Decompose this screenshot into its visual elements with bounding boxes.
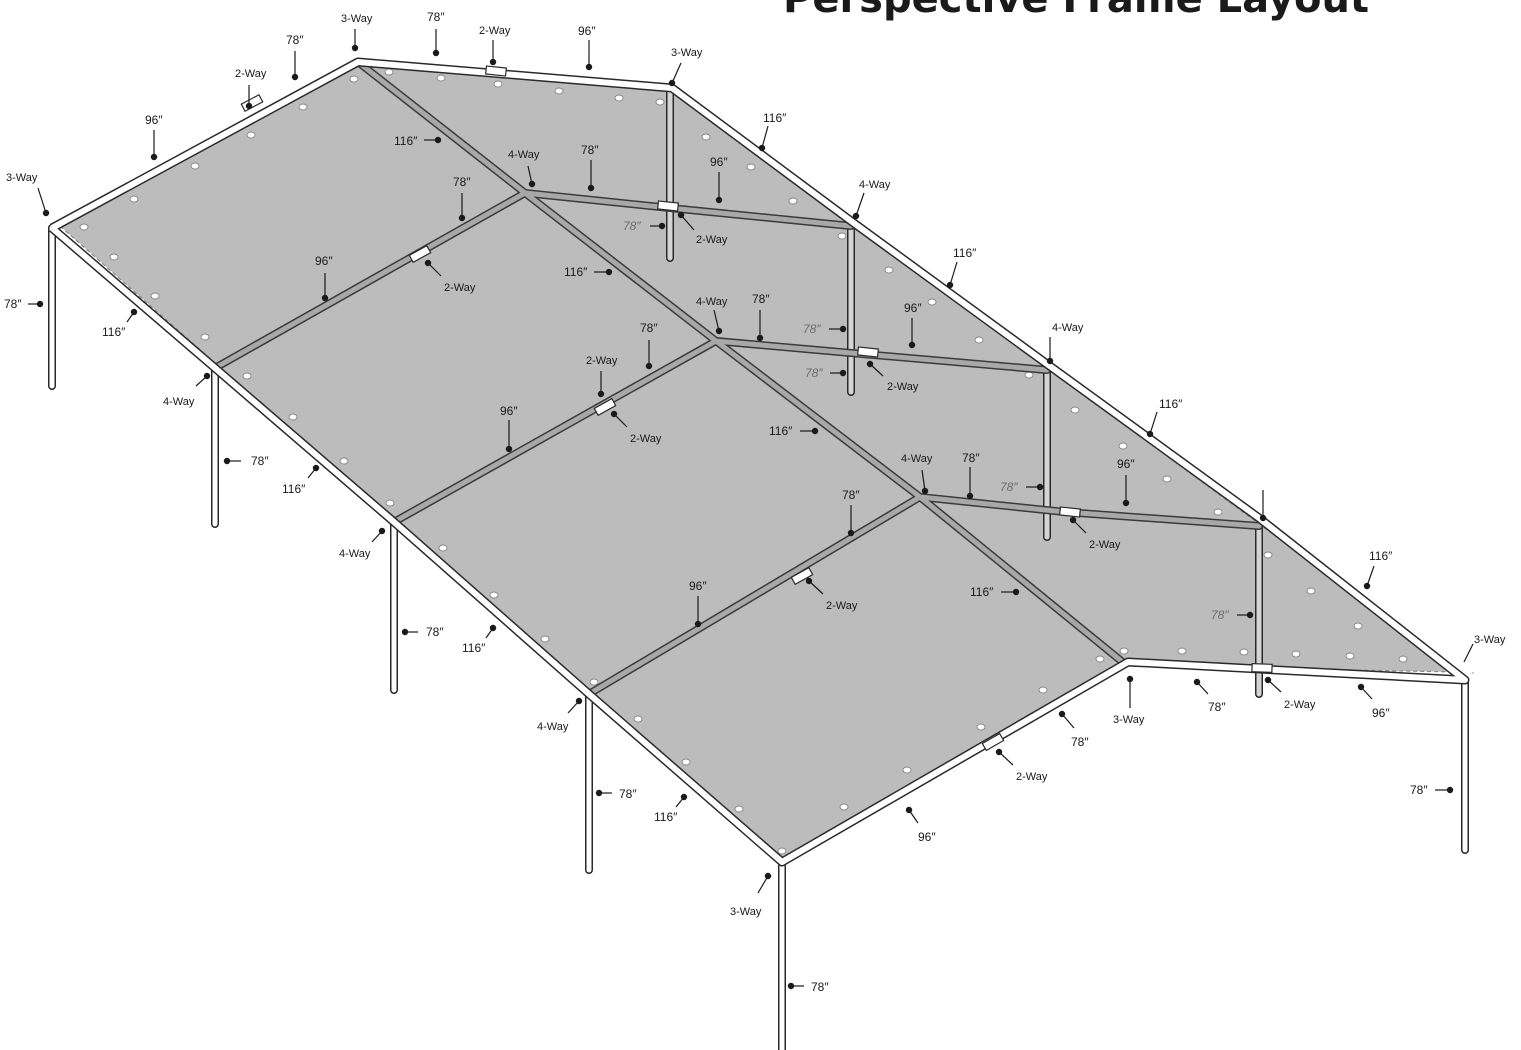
length-label: 116″ (769, 424, 793, 438)
length-label: 78″ (640, 321, 658, 335)
length-label: 78″ (1000, 480, 1018, 494)
length-label: 116″ (462, 641, 486, 655)
callout-labels: 3-Way 78″ 2-Way 96″ 3-Way 78″ 2-Way 96″ … (4, 10, 1506, 994)
outer-frame (49, 57, 1470, 867)
connector-label: 2-Way (479, 25, 511, 37)
length-label: 116″ (953, 246, 977, 260)
connector-label: 3-Way (671, 47, 703, 59)
length-label: 96″ (1117, 457, 1135, 471)
connector-label: 3-Way (341, 13, 373, 25)
length-label: 116″ (1159, 397, 1183, 411)
length-label: 96″ (500, 404, 518, 418)
length-label: 78″ (1071, 735, 1089, 749)
length-label: 96″ (1372, 706, 1390, 720)
length-label: 78″ (623, 219, 641, 233)
length-label: 96″ (918, 830, 936, 844)
connector-label: 2-Way (696, 234, 728, 246)
length-label: 96″ (904, 301, 922, 315)
length-label: 116″ (282, 482, 306, 496)
connector-label: 4-Way (696, 296, 728, 308)
canopy-cover (58, 63, 1462, 863)
length-label: 96″ (145, 113, 163, 127)
length-label: 78″ (803, 322, 821, 336)
length-label: 78″ (251, 454, 269, 468)
length-label: 116″ (1369, 549, 1393, 563)
length-label: 78″ (1410, 783, 1428, 797)
length-label: 78″ (811, 980, 829, 994)
connector-label: 3-Way (1113, 714, 1145, 726)
inner-pipes (211, 58, 1263, 698)
connector-label: 2-Way (1284, 699, 1316, 711)
length-label: 116″ (102, 325, 126, 339)
connector-label: 4-Way (339, 548, 371, 560)
length-label: 78″ (286, 33, 304, 47)
length-label: 78″ (427, 10, 445, 24)
connector-label: 3-Way (6, 172, 38, 184)
connector-label: 2-Way (826, 600, 858, 612)
connector-label: 3-Way (730, 906, 762, 918)
connector-label: 4-Way (859, 179, 891, 191)
length-label: 96″ (315, 254, 333, 268)
length-label: 96″ (689, 579, 707, 593)
diagram-title: Perspective Frame Layout (783, 0, 1369, 22)
length-label: 78″ (842, 488, 860, 502)
length-label: 78″ (4, 297, 22, 311)
connector-label: 2-Way (235, 68, 267, 80)
connector-label: 2-Way (1089, 539, 1121, 551)
length-label: 78″ (1208, 700, 1226, 714)
connector-label: 4-Way (901, 453, 933, 465)
connector-label: 4-Way (163, 396, 195, 408)
length-label: 116″ (564, 265, 588, 279)
length-label: 78″ (581, 143, 599, 157)
connector-label: 2-Way (586, 355, 618, 367)
length-label: 78″ (619, 787, 637, 801)
length-label: 78″ (805, 366, 823, 380)
legs (48, 88, 1469, 1050)
length-label: 78″ (962, 451, 980, 465)
connector-label: 2-Way (887, 381, 919, 393)
length-label: 96″ (578, 24, 596, 38)
length-label: 116″ (763, 111, 787, 125)
connector-label: 4-Way (1052, 322, 1084, 334)
length-label: 78″ (426, 625, 444, 639)
leader-lines (28, 29, 1474, 990)
length-label: 96″ (710, 155, 728, 169)
connector-label: 2-Way (630, 433, 662, 445)
connector-label: 3-Way (1474, 634, 1506, 646)
length-label: 78″ (752, 292, 770, 306)
length-label: 116″ (394, 134, 418, 148)
fittings (240, 65, 1273, 752)
connector-label: 2-Way (1016, 771, 1048, 783)
connector-label: 2-Way (444, 282, 476, 294)
length-label: 78″ (1211, 608, 1229, 622)
connector-label: 4-Way (508, 149, 540, 161)
length-label: 116″ (970, 585, 994, 599)
connector-label: 4-Way (537, 721, 569, 733)
length-label: 78″ (453, 175, 471, 189)
length-label: 116″ (654, 810, 678, 824)
